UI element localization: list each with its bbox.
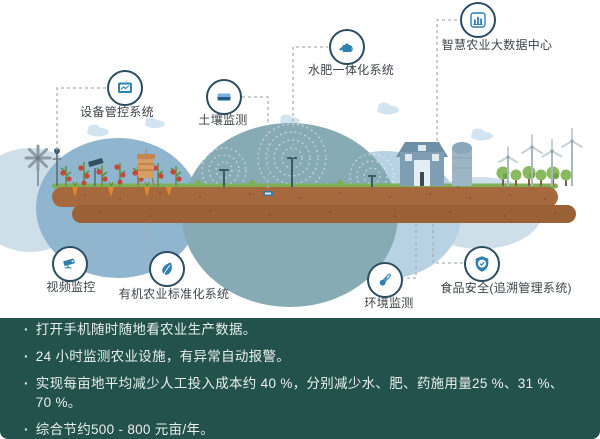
solar-panel (88, 158, 104, 186)
note-text: 综合节约500 - 800 元亩/年。 (35, 422, 215, 437)
note-text: 实现每亩地平均减少人工投入成本约 40 %，分别减少水、肥、药施用量25 %、3… (35, 376, 564, 410)
soil-layers-icon (217, 93, 231, 101)
bullet-dot: · (24, 376, 29, 391)
system-label-big-data-center: 智慧农业大数据中心 (441, 38, 553, 52)
soil (52, 187, 576, 223)
bullet-dot: · (24, 422, 29, 437)
bullet-dot: · (24, 322, 29, 337)
shield-check-icon (475, 256, 489, 272)
bar-chart-icon (470, 12, 486, 28)
barn (396, 142, 472, 186)
bullet-dot: · (24, 349, 29, 364)
cctv-camera-icon (63, 258, 75, 269)
farm-scene-illustration (0, 19, 583, 307)
monitor-icon (118, 82, 132, 93)
connector-lines (56, 19, 463, 279)
note-text: 24 小时监测农业设施，有异常自动报警。 (35, 349, 291, 364)
system-label-video-surveillance: 视频监控 (46, 280, 96, 294)
system-node-soil-monitoring (206, 79, 242, 115)
system-node-water-fertilizer (329, 29, 365, 65)
carrots (72, 181, 172, 197)
system-node-big-data-center (460, 2, 496, 38)
system-label-organic-standardization: 有机农业标准化系统 (118, 287, 230, 301)
system-node-food-safety (464, 246, 500, 282)
system-label-equipment-control: 设备管控系统 (80, 105, 154, 119)
leaf-icon (162, 262, 172, 276)
system-label-food-safety: 食品安全(追溯管理系统) (440, 281, 572, 295)
sensor-tower (52, 148, 62, 186)
notes-panel: · 打开手机随时随地看农业生产数据。 · 24 小时监测农业设施，有异常自动报警… (0, 318, 600, 439)
system-node-environment-monitoring (367, 262, 403, 298)
note-item: · 24 小时监测农业设施，有异常自动报警。 (24, 347, 576, 366)
water-tower (137, 149, 155, 187)
pinwheel-icon (24, 144, 52, 186)
system-label-environment-monitoring: 环境监测 (364, 296, 414, 310)
note-item: · 打开手机随时随地看农业生产数据。 (24, 320, 576, 339)
watering-can-icon (339, 43, 353, 53)
note-item: · 综合节约500 - 800 元亩/年。 (24, 420, 576, 439)
system-label-soil-monitoring: 土壤监测 (198, 113, 248, 127)
sprinkler-poles (219, 157, 376, 187)
note-text: 打开手机随时随地看农业生产数据。 (35, 322, 257, 337)
system-label-water-fertilizer: 水肥一体化系统 (307, 63, 395, 77)
wind-turbines (498, 128, 583, 186)
system-node-equipment-control (107, 70, 143, 106)
thermometer-icon (379, 273, 391, 286)
note-item: · 实现每亩地平均减少人工投入成本约 40 %，分别减少水、肥、药施用量25 %… (24, 374, 576, 412)
cloud-icon (87, 102, 493, 141)
system-node-organic-standardization (149, 251, 185, 287)
system-node-video-surveillance (52, 246, 88, 282)
